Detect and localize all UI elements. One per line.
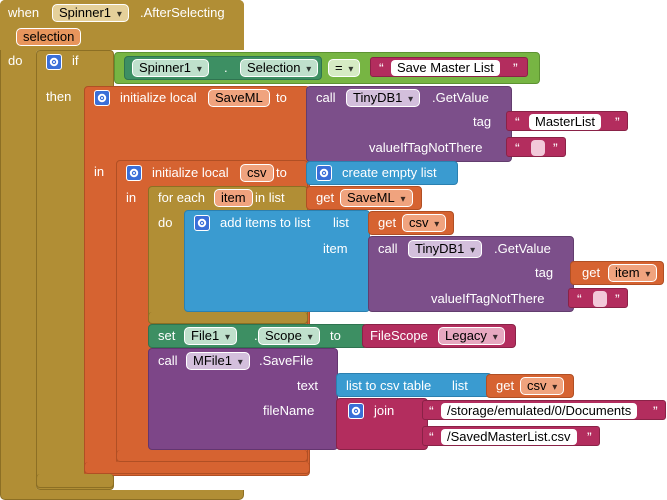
for-each-var-item[interactable]: item	[214, 189, 253, 207]
list-to-csv-label: list to csv table	[346, 378, 432, 393]
csv-var-name[interactable]: csv	[240, 164, 274, 182]
init-csv-gear-icon[interactable]	[126, 165, 142, 181]
close-quote-icon: ”	[587, 429, 592, 445]
init-csv-bottom	[116, 450, 308, 462]
event-when-label: when	[8, 5, 40, 20]
savefile-call-label: call	[158, 353, 178, 368]
list-to-csv-list-label: list	[452, 378, 468, 393]
join-gear-icon[interactable]	[348, 403, 364, 419]
init-saveml-bottom	[84, 462, 310, 474]
savefile-filename-label: fileName	[263, 403, 315, 418]
get-saveml-label: get	[316, 190, 335, 205]
empty-text-value[interactable]	[531, 140, 545, 156]
get-saveml-var-dropdown[interactable]: SaveML	[340, 189, 413, 207]
get-csv-label: get	[378, 215, 397, 230]
get-csv-var-dropdown[interactable]: csv	[402, 214, 447, 232]
getvalue2-default-label: valueIfTagNotThere	[431, 291, 545, 306]
filescope-label: FileScope	[370, 328, 428, 343]
savefile-component-dropdown[interactable]: MFile1	[186, 352, 250, 370]
event-name-label: .AfterSelecting	[140, 5, 225, 20]
set-label: set	[158, 328, 176, 343]
for-each-in-list-label: in list	[255, 190, 285, 205]
add-items-gear-icon[interactable]	[194, 215, 210, 231]
text-value[interactable]: Save Master List	[391, 60, 500, 76]
text-value[interactable]: /SavedMasterList.csv	[441, 429, 577, 445]
text-save-master-list[interactable]: “ Save Master List ”	[370, 57, 528, 77]
close-quote-icon: ”	[615, 114, 620, 130]
if-gear-icon[interactable]	[46, 54, 62, 70]
create-list-gear-icon[interactable]	[316, 165, 332, 181]
getvalue1-default-label: valueIfTagNotThere	[369, 140, 483, 155]
selection-component-dropdown[interactable]: Spinner1	[132, 59, 209, 77]
for-each-label: for each	[158, 190, 205, 205]
open-quote-icon: “	[379, 60, 384, 76]
open-quote-icon: “	[429, 403, 434, 419]
then-label: then	[46, 89, 72, 104]
getvalue2-component-dropdown[interactable]: TinyDB1	[408, 240, 483, 258]
get-item-var-dropdown[interactable]: item	[608, 264, 658, 282]
getvalue1-call-label: call	[316, 90, 336, 105]
getvalue2-method-label: .GetValue	[494, 241, 551, 256]
saveml-var-name[interactable]: SaveML	[208, 89, 270, 107]
text-masterlist[interactable]: “ MasterList ”	[506, 111, 628, 131]
filescope-value-dropdown[interactable]: Legacy	[438, 327, 505, 345]
selection-dot-label: .	[224, 60, 228, 75]
open-quote-icon: “	[515, 114, 520, 130]
set-dot-label: .	[254, 328, 258, 343]
init-saveml-in-label: in	[94, 164, 105, 179]
getvalue2-tag-label: tag	[535, 265, 554, 280]
list-to-csv-table-block[interactable]	[336, 373, 492, 397]
compare-operator-dropdown[interactable]: =	[328, 59, 361, 77]
text-path-filename[interactable]: “ /SavedMasterList.csv ”	[422, 426, 600, 446]
init-saveml-label: initialize local	[120, 90, 197, 105]
event-do-label: do	[8, 53, 23, 68]
empty-text-value[interactable]	[593, 291, 607, 307]
init-saveml-gear-icon[interactable]	[94, 90, 110, 106]
text-empty-2[interactable]: “ ”	[568, 288, 628, 308]
init-csv-to-label: to	[276, 165, 287, 180]
savefile-method-label: .SaveFile	[259, 353, 314, 368]
text-value[interactable]: /storage/emulated/0/Documents	[441, 403, 638, 419]
open-quote-icon: “	[577, 291, 582, 307]
get-csv2-label: get	[496, 378, 515, 393]
add-items-item-label: item	[323, 241, 348, 256]
set-to-label: to	[330, 328, 341, 343]
event-component-dropdown[interactable]: Spinner1	[52, 4, 129, 22]
close-quote-icon: ”	[653, 403, 658, 419]
get-csv2-var-dropdown[interactable]: csv	[520, 377, 565, 395]
savefile-text-label: text	[297, 378, 318, 393]
init-saveml-to-label: to	[276, 90, 287, 105]
selection-property-dropdown[interactable]: Selection	[240, 59, 319, 77]
for-each-do-label: do	[158, 215, 173, 230]
add-items-to-list-block[interactable]	[184, 210, 370, 312]
add-items-list-label: list	[333, 215, 349, 230]
create-empty-list-label: create empty list	[342, 165, 437, 180]
init-csv-label: initialize local	[152, 165, 229, 180]
open-quote-icon: “	[429, 429, 434, 445]
get-item-label: get	[582, 265, 601, 280]
set-property-dropdown[interactable]: Scope	[258, 327, 320, 345]
close-quote-icon: ”	[553, 140, 558, 156]
add-items-label: add items to list	[220, 215, 311, 230]
close-quote-icon: ”	[615, 291, 620, 307]
text-empty-1[interactable]: “ ”	[506, 137, 566, 157]
if-bottom	[36, 474, 114, 488]
set-component-dropdown[interactable]: File1	[184, 327, 237, 345]
if-label: if	[72, 53, 79, 68]
event-param-selection[interactable]: selection	[16, 28, 82, 46]
for-each-bottom	[148, 312, 308, 324]
getvalue1-tag-label: tag	[473, 114, 492, 129]
close-quote-icon: ”	[513, 60, 518, 76]
open-quote-icon: “	[515, 140, 520, 156]
text-value[interactable]: MasterList	[529, 114, 601, 130]
init-csv-in-label: in	[126, 190, 137, 205]
getvalue1-method-label: .GetValue	[432, 90, 489, 105]
getvalue2-call-label: call	[378, 241, 398, 256]
getvalue1-component-dropdown[interactable]: TinyDB1	[346, 89, 421, 107]
text-path-documents[interactable]: “ /storage/emulated/0/Documents ”	[422, 400, 666, 420]
join-label: join	[374, 403, 395, 418]
